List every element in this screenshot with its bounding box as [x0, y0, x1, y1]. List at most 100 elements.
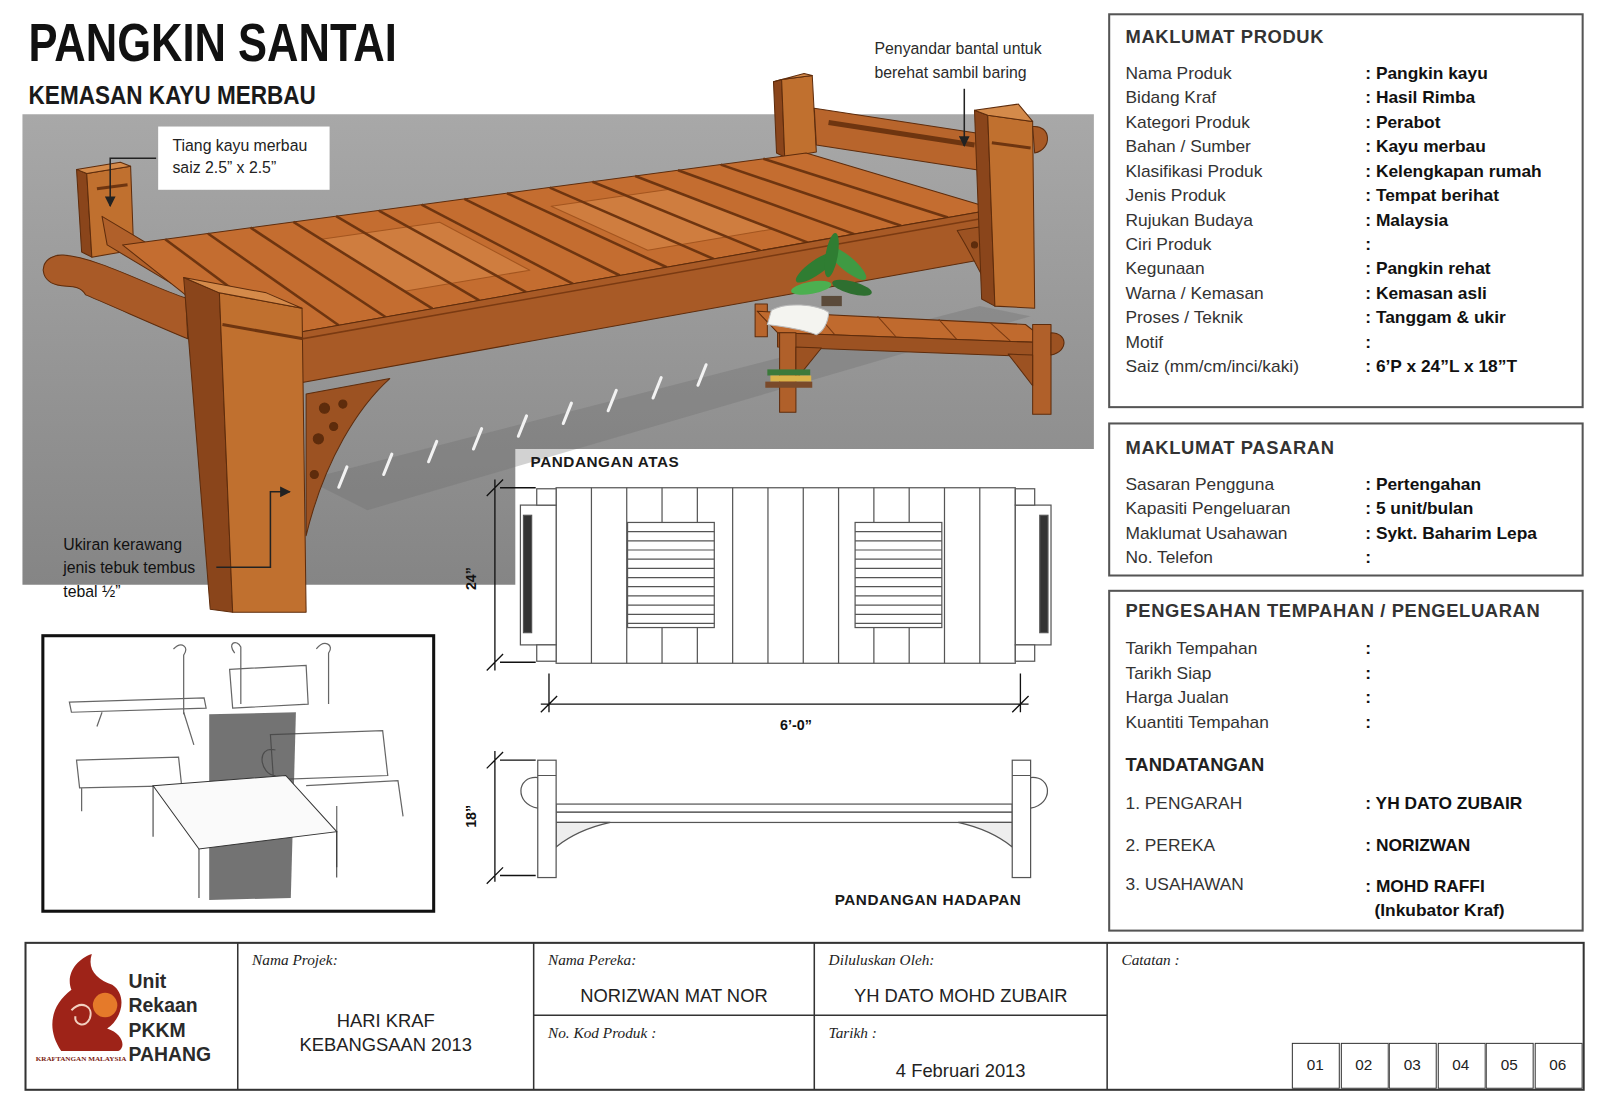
dimension-lines-part [487, 480, 536, 671]
concept-sketch-part [43, 636, 434, 912]
front-view [521, 760, 1048, 877]
page-number: 03 [1390, 1056, 1435, 1074]
pangkin-render-part [222, 324, 303, 338]
top-view-part-part [803, 488, 804, 664]
field-label: Tarikh Siap [1126, 663, 1212, 683]
field-label: Nama Produk [1126, 63, 1232, 83]
small-pangkin-render-part-part [939, 319, 957, 339]
front-view-part [521, 777, 538, 808]
field-value: : Sykt. Baharim Lepa [1365, 523, 1537, 543]
page-number: 06 [1535, 1056, 1580, 1074]
field-label: Warna / Kemasan [1126, 284, 1264, 304]
field-label: Kategori Produk [1126, 112, 1250, 132]
leader-line-part [964, 89, 966, 146]
field-label: Rujukan Budaya [1126, 210, 1253, 230]
field-label: Motif [1126, 333, 1164, 353]
logo [52, 954, 122, 1051]
field-label: Bahan / Sumber [1126, 137, 1251, 157]
cell-label: Nama Projek: [252, 951, 338, 969]
field-label: Sasaran Pengguna [1126, 474, 1275, 494]
view-title: PANDANGAN ATAS [531, 453, 680, 471]
pangkin-render-part [814, 108, 987, 171]
page-number: 02 [1341, 1056, 1386, 1074]
panel-heading: PENGESAHAN TEMPAHAN / PENGELUARAN [1126, 600, 1541, 622]
pangkin-render-part [773, 73, 812, 81]
small-pangkin-render-part [778, 333, 1049, 357]
dimension-lines-part [541, 673, 1029, 712]
top-view-part-part [944, 488, 945, 664]
front-view-part [1031, 777, 1048, 808]
title-block-frame-part [238, 943, 1107, 1090]
callout-text: Tiang kayu merbau saiz 2.5” x 2.5” [172, 135, 317, 180]
pangkin-render-part-part [379, 211, 526, 293]
page-number: 01 [1293, 1056, 1338, 1074]
field-value: : [1365, 639, 1371, 659]
concept-sketch-part-part [97, 712, 194, 745]
books-part [767, 369, 810, 375]
pangkin-render-part [97, 185, 128, 189]
field-value: : [1365, 663, 1371, 683]
concept-sketch-part [153, 776, 337, 849]
plant-part [821, 296, 841, 306]
field-value: : NORIZWAN [1365, 836, 1470, 856]
pangkin-render-part [43, 255, 188, 339]
floor-marks-part [608, 390, 616, 410]
field-label: Kapasiti Pengeluaran [1126, 499, 1291, 519]
unit-name: Unit Rekaan PKKM PAHANG [129, 969, 236, 1067]
panel-heading: MAKLUMAT PRODUK [1126, 26, 1325, 48]
top-view-part [1015, 505, 1051, 645]
field-label: Proses / Teknik [1126, 308, 1243, 328]
page-number: 04 [1438, 1056, 1483, 1074]
field-label: 1. PENGARAH [1126, 794, 1243, 814]
plant-part [831, 277, 874, 299]
pangkin-render-part [330, 422, 338, 430]
plant-part [822, 232, 842, 278]
pangkin-render-part [184, 278, 302, 309]
floor-marks-part [339, 467, 347, 487]
field-value: : [1365, 235, 1371, 255]
dimension-lines-part [487, 751, 536, 884]
top-view-part-part [979, 488, 980, 664]
pangkin-render-part [313, 434, 323, 444]
pangkin-render-part [321, 222, 530, 291]
info-panel: MAKLUMAT PRODUKNama Produk: Pangkin kayu… [1108, 13, 1584, 408]
field-label: Ciri Produk [1126, 235, 1212, 255]
title-cell: Catatan :010203040506 [1107, 943, 1584, 1090]
view-title: PANDANGAN HADAPAN [835, 891, 1022, 909]
front-view-part [556, 804, 1012, 812]
floor-marks-part [429, 441, 437, 461]
top-view-part [628, 532, 715, 624]
cell-value: YH DATO MOHD ZUBAIR [814, 985, 1107, 1007]
page-number-box: 01 [1292, 1043, 1340, 1089]
pangkin-render-part [974, 104, 1032, 121]
cell-value: 4 Februari 2013 [814, 1059, 1107, 1081]
field-label: Maklumat Usahawan [1126, 523, 1288, 543]
leader-line-part [216, 492, 289, 568]
field-value: : Kelengkapan rumah [1365, 161, 1541, 181]
page-number-box: 06 [1534, 1043, 1582, 1089]
title-cell: Diluluskan Oleh:YH DATO MOHD ZUBAIR [814, 943, 1107, 1015]
books-part [765, 382, 812, 388]
cell-label: Tarikh : [829, 1023, 877, 1041]
floor-marks-part [518, 416, 526, 436]
top-view-part [537, 489, 556, 505]
top-view-part [855, 522, 942, 627]
pangkin-render-part [245, 209, 995, 393]
floor-marks-part [698, 365, 706, 385]
logo-part [52, 954, 122, 1051]
field-value: : Tanggam & ukir [1365, 308, 1505, 328]
pangkin-render-part [77, 162, 131, 173]
pangkin-render-part-part [336, 216, 479, 300]
field-value: : Perabot [1365, 112, 1440, 132]
concept-sketch-part-part [173, 645, 185, 714]
concept-sketch-part [153, 786, 337, 898]
books-part [770, 376, 811, 382]
info-panel: MAKLUMAT PASARANSasaran Pengguna: Perten… [1108, 422, 1584, 576]
pangkin-render-part [829, 122, 975, 144]
pangkin-render-part [219, 293, 306, 612]
cell-label: Nama Pereka: [548, 951, 636, 969]
callout-box: Tiang kayu merbau saiz 2.5” x 2.5” [158, 127, 329, 190]
small-pangkin-render-part-part [878, 316, 896, 336]
field-value: : Hasil Rimba [1365, 88, 1475, 108]
pangkin-render-part [310, 470, 318, 478]
